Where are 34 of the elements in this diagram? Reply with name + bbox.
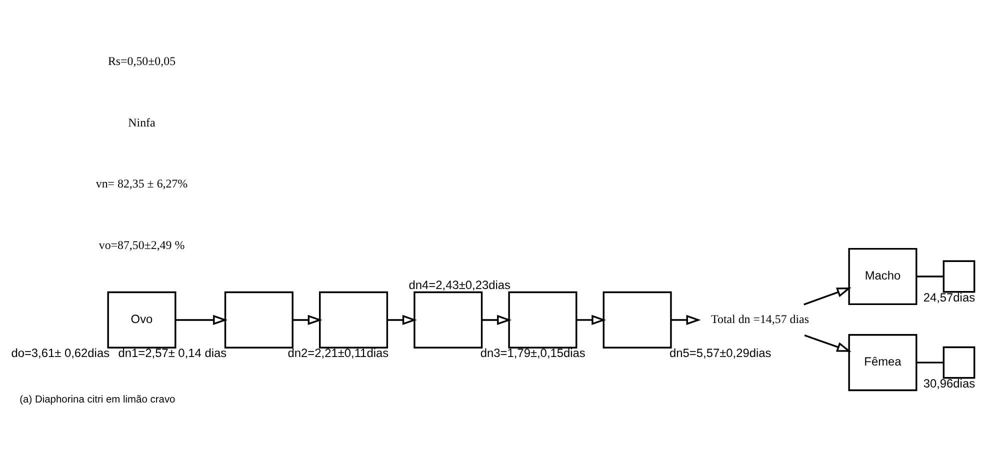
node-box	[414, 291, 483, 349]
node-label: dn3=1,79±,0,15dias	[480, 346, 586, 360]
node-cross	[942, 260, 976, 293]
arrow	[176, 314, 228, 326]
arrow	[671, 314, 701, 326]
node-label: dn5=5,57±0,29dias	[670, 346, 772, 360]
node-box	[224, 291, 294, 349]
arrow	[482, 314, 512, 326]
arrow	[292, 314, 322, 326]
node-label: dn2=2,21±0,11dias	[288, 346, 389, 360]
node-box	[602, 291, 672, 349]
arrow	[804, 334, 852, 352]
arrow	[387, 314, 417, 326]
node-label: do=3,61± 0,62dias	[11, 346, 110, 360]
arrow	[576, 314, 606, 326]
caption: (a) Diaphorina citri em limão cravo	[20, 394, 176, 406]
node-box	[508, 291, 578, 349]
node-box: Macho	[848, 248, 918, 306]
node-label: 24,57dias	[923, 290, 976, 304]
node-cross	[942, 346, 976, 379]
arrow	[804, 287, 852, 306]
node-box	[319, 291, 388, 349]
node-label: dn1=2,57± 0,14 dias	[118, 346, 227, 360]
label: Ninfa	[128, 115, 156, 130]
node-label: dn4=2,43±0,23dias	[408, 278, 510, 292]
node-text: Total dn =14,57 dias	[711, 312, 809, 326]
node-label: 30,96dias	[923, 376, 976, 390]
node-box: Ovo	[107, 291, 176, 349]
connector	[916, 276, 944, 278]
label: Rs=0,50±0,05	[108, 54, 176, 68]
connector	[916, 362, 944, 364]
label: vo=87,50±2,49 %	[98, 238, 185, 252]
node-box: Fêmea	[848, 334, 918, 392]
label: vn= 82,35 ± 6,27%	[96, 176, 188, 191]
